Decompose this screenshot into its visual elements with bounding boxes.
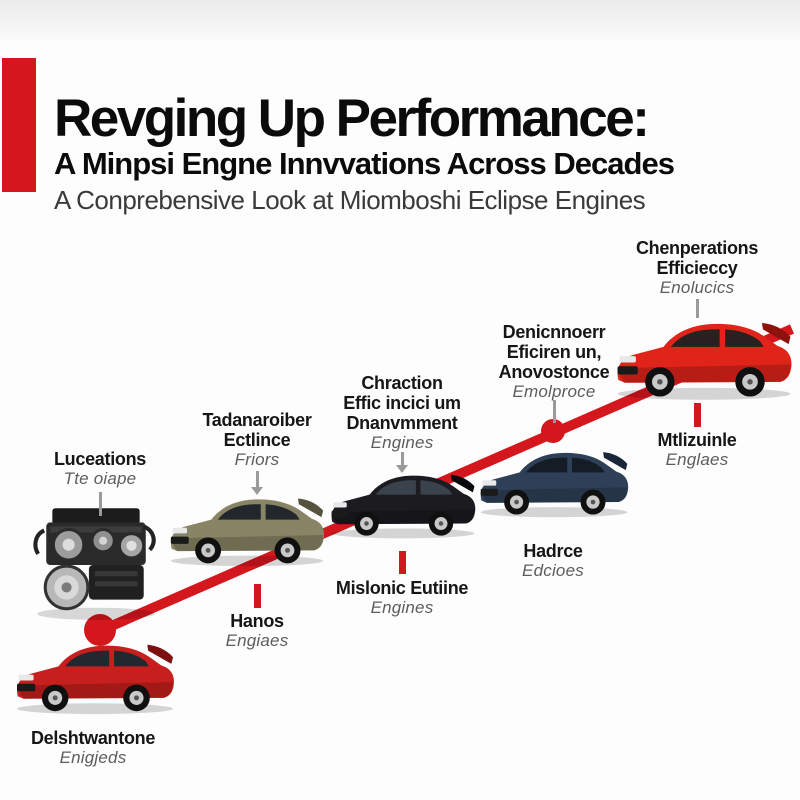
label-hadrce-line-1: Hadrce	[523, 541, 583, 561]
label-chraction-line-2: Effic incici um	[343, 393, 461, 414]
label-luceations-line-2: Tte oiape	[63, 469, 137, 489]
page-title: Revging Up Performance:	[54, 88, 650, 148]
label-tadanaroiber-line-3: Friors	[234, 450, 280, 470]
car-red-coupe	[12, 634, 178, 717]
page-subtitle: A Minpsi Engne Innvvations Across Decade…	[54, 145, 675, 181]
label-chenperations-connector	[695, 299, 699, 318]
label-chenperations-line-2: Efficieccy	[656, 258, 738, 279]
label-denicnnoerr-line-3: Anovostonce	[498, 362, 610, 383]
label-denicnnoerr-connector	[552, 400, 556, 423]
timeline-dot-2	[541, 419, 565, 443]
label-hanos-line-2: Engiaes	[225, 631, 289, 651]
label-chraction-line-4: Engines	[370, 433, 434, 453]
label-hanos-connector	[253, 584, 261, 608]
car-black-sedan	[327, 465, 479, 541]
label-delshtwantone-line-2: Enigjeds	[59, 748, 127, 768]
label-mtlizuinle-line-1: Mtlizuinle	[657, 430, 737, 450]
label-delshtwantone-line-1: Delshtwantone	[30, 728, 156, 748]
car-navy-sedan	[476, 442, 632, 520]
label-tadanaroiber-connector	[255, 471, 259, 488]
label-tadanaroiber-line-1: Tadanaroiber	[202, 410, 312, 430]
label-chraction-line-3: Dnanvmment	[346, 413, 458, 434]
page-tagline: A Conprebensive Look at Miomboshi Eclips…	[54, 185, 646, 215]
top-band	[0, 0, 800, 42]
car-red-sports	[612, 311, 796, 403]
label-hanos-line-1: Hanos	[230, 611, 284, 631]
label-tadanaroiber-line-2: Ectlince	[223, 430, 291, 451]
label-chraction-connector	[400, 452, 404, 466]
label-chraction-line-1: Chraction	[361, 373, 443, 393]
label-mislonic-connector	[398, 551, 406, 574]
label-denicnnoerr-line-1: Denicnnoerr	[502, 322, 606, 342]
label-hadrce-line-2: Edcioes	[522, 561, 584, 581]
label-mislonic-line-1: Mislonic Eutiine	[335, 578, 469, 598]
label-denicnnoerr-line-2: Eficiren un,	[506, 342, 602, 363]
label-chenperations-line-1: Chenperations	[635, 238, 759, 258]
accent-bar	[2, 58, 36, 192]
car-olive-sedan	[166, 488, 328, 569]
engine-illustration	[30, 500, 162, 622]
label-mislonic-line-2: Engines	[370, 598, 434, 618]
label-luceations-connector	[98, 492, 102, 516]
label-mtlizuinle-line-2: Englaes	[665, 450, 729, 470]
label-mtlizuinle-connector	[693, 403, 701, 427]
label-chenperations-line-3: Enolucics	[659, 278, 735, 298]
label-denicnnoerr-line-4: Emolproce	[512, 382, 596, 402]
timeline-dot-1	[84, 614, 116, 646]
label-luceations-line-1: Luceations	[53, 449, 147, 469]
